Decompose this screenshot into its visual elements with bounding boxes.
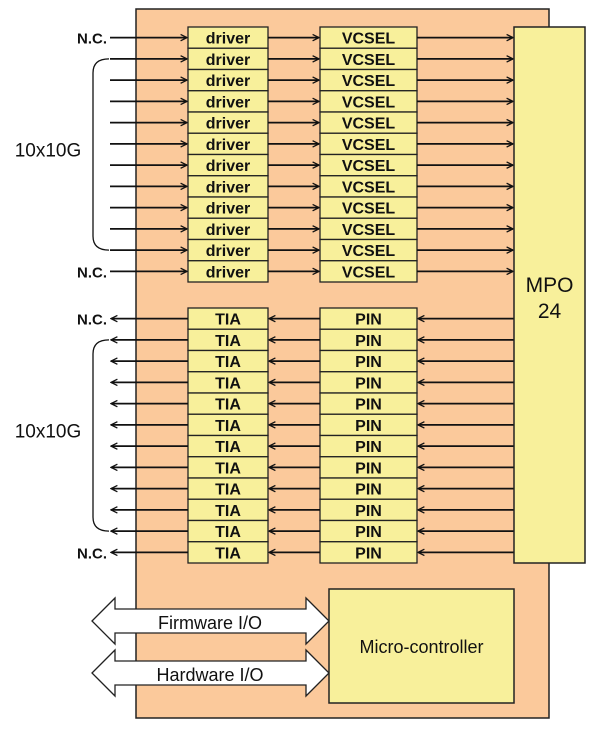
tx-channel: driver VCSEL xyxy=(110,238,513,262)
vcsel-label: VCSEL xyxy=(342,116,396,133)
driver-label: driver xyxy=(206,158,250,175)
rx-nc-label: N.C. xyxy=(77,312,107,329)
mpo-label-line2: 24 xyxy=(538,300,562,323)
pin-label: PIN xyxy=(355,397,382,414)
mpo-connector: MPO 24 xyxy=(513,26,586,564)
hardware-io-label: Hardware I/O xyxy=(156,665,263,685)
vcsel-label: VCSEL xyxy=(342,137,396,154)
micro-controller-label: Micro-controller xyxy=(359,637,483,657)
tia-label: TIA xyxy=(215,397,241,414)
tia-label: TIA xyxy=(215,524,241,541)
pin-label: PIN xyxy=(355,312,382,329)
driver-label: driver xyxy=(206,222,250,239)
mpo-label-line1: MPO xyxy=(526,274,574,297)
tx-channel: driver VCSEL xyxy=(110,175,513,198)
rx-channel: PIN TIA xyxy=(111,498,514,522)
driver-label: driver xyxy=(206,52,250,69)
micro-controller-box xyxy=(328,588,515,704)
driver-label: driver xyxy=(206,116,250,133)
vcsel-label: VCSEL xyxy=(342,73,396,90)
tia-label: TIA xyxy=(215,439,241,456)
rx-group-bracket xyxy=(92,339,110,532)
tia-label: TIA xyxy=(215,482,241,499)
vcsel-label: VCSEL xyxy=(342,243,396,260)
tia-label: TIA xyxy=(215,312,241,329)
vcsel-label: VCSEL xyxy=(342,179,396,196)
tx-channel: driver VCSEL N.C. xyxy=(77,260,513,283)
firmware-io-label: Firmware I/O xyxy=(158,613,262,633)
pin-label: PIN xyxy=(355,545,382,562)
rx-channel: PIN TIA xyxy=(111,434,514,458)
vcsel-label: VCSEL xyxy=(342,158,396,175)
rx-channel: PIN TIA N.C. xyxy=(77,307,514,330)
rx-group-label: 10x10G xyxy=(15,422,82,443)
vcsel-label: VCSEL xyxy=(342,222,396,239)
pin-label: PIN xyxy=(355,439,382,456)
tx-group-bracket xyxy=(92,58,110,251)
mpo-connector-box xyxy=(513,26,586,564)
driver-label: driver xyxy=(206,137,250,154)
tx-nc-label: N.C. xyxy=(77,264,107,281)
tx-nc-label: N.C. xyxy=(77,31,107,48)
driver-label: driver xyxy=(206,264,250,281)
driver-label: driver xyxy=(206,73,250,90)
tx-channel: driver VCSEL xyxy=(110,47,513,71)
tx-channel: driver VCSEL xyxy=(110,153,513,177)
pin-label: PIN xyxy=(355,524,382,541)
driver-label: driver xyxy=(206,201,250,218)
pin-label: PIN xyxy=(355,418,382,435)
driver-label: driver xyxy=(206,94,250,111)
pin-label: PIN xyxy=(355,503,382,520)
micro-controller: Micro-controller xyxy=(328,588,515,704)
rx-channel: PIN TIA xyxy=(111,456,514,479)
vcsel-label: VCSEL xyxy=(342,201,396,218)
rx-channel: PIN TIA xyxy=(111,519,514,543)
rx-channel: PIN TIA xyxy=(111,349,514,373)
rx-channel: PIN TIA xyxy=(111,477,514,500)
rx-channel: PIN TIA xyxy=(111,328,514,352)
driver-label: driver xyxy=(206,31,250,48)
tx-channel: driver VCSEL xyxy=(110,68,513,92)
tia-label: TIA xyxy=(215,375,241,392)
driver-label: driver xyxy=(206,179,250,196)
pin-label: PIN xyxy=(355,460,382,477)
tia-label: TIA xyxy=(215,545,241,562)
tx-channel: driver VCSEL xyxy=(110,217,513,241)
rx-channel: PIN TIA xyxy=(111,413,514,437)
hardware-io-arrow: Hardware I/O xyxy=(91,648,330,698)
vcsel-label: VCSEL xyxy=(342,31,396,48)
pin-label: PIN xyxy=(355,354,382,371)
pin-label: PIN xyxy=(355,482,382,499)
tx-group-label: 10x10G xyxy=(15,141,82,162)
rx-nc-label: N.C. xyxy=(77,545,107,562)
rx-channel: PIN TIA xyxy=(111,371,514,394)
receive-section: PIN TIA N.C. PIN TIA PIN TIA PIN TIA PIN TIA PIN TIA… xyxy=(15,307,514,564)
tia-label: TIA xyxy=(215,333,241,350)
tia-label: TIA xyxy=(215,460,241,477)
pin-label: PIN xyxy=(355,375,382,392)
tia-label: TIA xyxy=(215,354,241,371)
tx-channel: driver VCSEL xyxy=(110,196,513,219)
tx-channel: driver VCSEL xyxy=(110,132,513,156)
vcsel-label: VCSEL xyxy=(342,264,396,281)
driver-label: driver xyxy=(206,243,250,260)
tia-label: TIA xyxy=(215,503,241,520)
rx-channel: PIN TIA N.C. xyxy=(77,541,514,564)
vcsel-label: VCSEL xyxy=(342,52,396,69)
pin-label: PIN xyxy=(355,333,382,350)
vcsel-label: VCSEL xyxy=(342,94,396,111)
tx-channel: driver VCSEL xyxy=(110,111,513,134)
tia-label: TIA xyxy=(215,418,241,435)
